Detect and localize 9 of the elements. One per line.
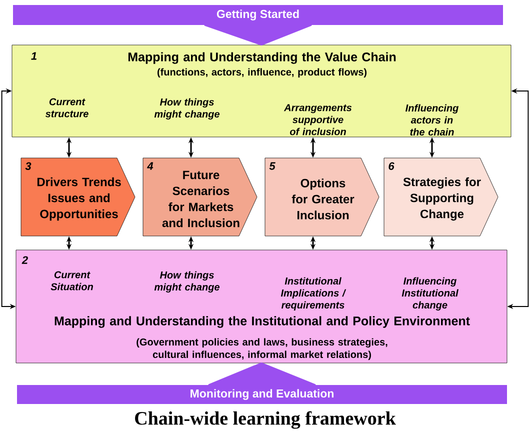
process-step: 5 Options for Greater Inclusion <box>264 158 380 236</box>
caption: Chain-wide learning framework <box>135 411 396 429</box>
arrow <box>204 24 312 46</box>
process-step: 3 Drivers Trends Issues and Opportunities <box>20 158 136 236</box>
arrow <box>208 362 316 386</box>
process-step: 4 Future Scenarios for Markets and Inclusion <box>142 158 258 236</box>
panel: 2 Current Situation How things might change Institutional Implications / requirements Influencing Institutional change Mapping and Understanding the Institutional and Policy Environment (Government policies and laws, business strategies, cultural influences, informal market relations) <box>16 250 508 364</box>
process-step: 6 Strategies for Supporting Change <box>384 158 498 236</box>
panel: 1 Mapping and Understanding the Value Chain (functions, actors, influence, product flows) Current structure How things might change Arrangements supportive of inclusion Influencing actors in the chain <box>12 44 512 138</box>
